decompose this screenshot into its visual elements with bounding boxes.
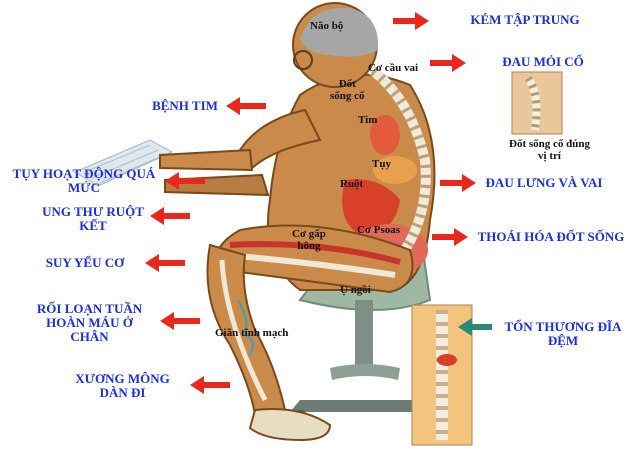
arrow-right-back [440,174,476,192]
organ-label-colon: Ruột [340,178,364,190]
label-pancreas: TỤY HOẠT ĐỘNG QUÁ MỨC [12,166,156,195]
label-heart: BỆNH TIM [152,98,218,113]
organ-label-shoulder-muscle: Cơ cầu vai [368,62,419,74]
label-disc: TỔN THƯƠNG ĐĨA ĐỆM [504,319,622,348]
label-back-pain: ĐAU LƯNG VÀ VAI [485,175,603,190]
label-muscle: SUY YẾU CƠ [45,255,125,270]
organ-label-sitting: Ụ ngồi [340,284,371,296]
label-colon: UNG THƯ RUỘT KẾT [42,204,144,233]
arrow-left-pancreas [165,172,205,190]
label-neck-pain: ĐAU MỎI CỔ [502,54,584,69]
arrow-left-hip [190,376,230,394]
arrow-left-muscle [145,254,185,272]
neck-inset-image [511,71,563,135]
organ-label-varicose: Giãn tĩnh mạch [215,327,289,339]
label-circulation: RỐI LOẠN TUẦN HOÀN MÁU Ở CHÂN [36,301,143,344]
keyboard [73,139,174,187]
arrow-left-heart [226,97,266,115]
label-hip: XƯƠNG MÔNG DÀN ĐI [75,371,170,400]
arrow-left-colon [150,207,190,225]
arrow-teal-disc [458,318,492,336]
arrow-right-spine [432,228,468,246]
organ-label-pancreas: Tụy [372,158,391,170]
label-spine: THOÁI HÓA ĐỐT SỐNG [477,229,625,244]
arrow-right-concentration [393,12,429,30]
organ-label-brain: Não bộ [310,20,344,32]
organ-label-heart: Tim [358,114,378,126]
arrow-right-neck [430,54,466,72]
arrow-left-circulation [160,312,200,330]
human-figure [159,2,436,442]
organ-label-vertebra: Đốt sống cổ [330,78,365,102]
organ-label-psoas: Cơ Psoas [357,224,401,236]
label-concentration: KÉM TẬP TRUNG [470,12,580,27]
neck-inset-caption: Đốt sống cổ đúng vị trí [509,138,590,162]
disc-inset-image [411,304,473,446]
organ-label-hip-flexor: Cơ gấp hông [292,228,326,252]
